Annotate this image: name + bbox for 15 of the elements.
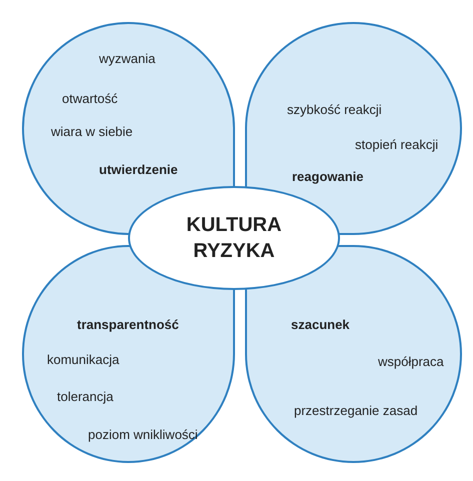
petal-item: tolerancja [57, 389, 114, 405]
petal-item: komunikacja [47, 352, 120, 368]
petal-heading: szacunek [291, 317, 350, 333]
petal-item: wiara w siebie [51, 124, 133, 140]
petal-item: przestrzeganie zasad [294, 403, 418, 419]
petal-heading: reagowanie [292, 169, 364, 185]
petal-item: otwartość [62, 91, 118, 107]
petal-heading: utwierdzenie [99, 162, 178, 178]
center-title: KULTURA RYZYKA [185, 213, 283, 264]
petal-item: szybkość reakcji [287, 102, 382, 118]
petal-item: poziom wnikliwości [88, 427, 198, 443]
petal-item: współpraca [378, 354, 444, 370]
petal-item: wyzwania [99, 51, 156, 67]
petal-item: stopień reakcji [355, 137, 438, 153]
petal-heading: transparentność [77, 317, 179, 333]
